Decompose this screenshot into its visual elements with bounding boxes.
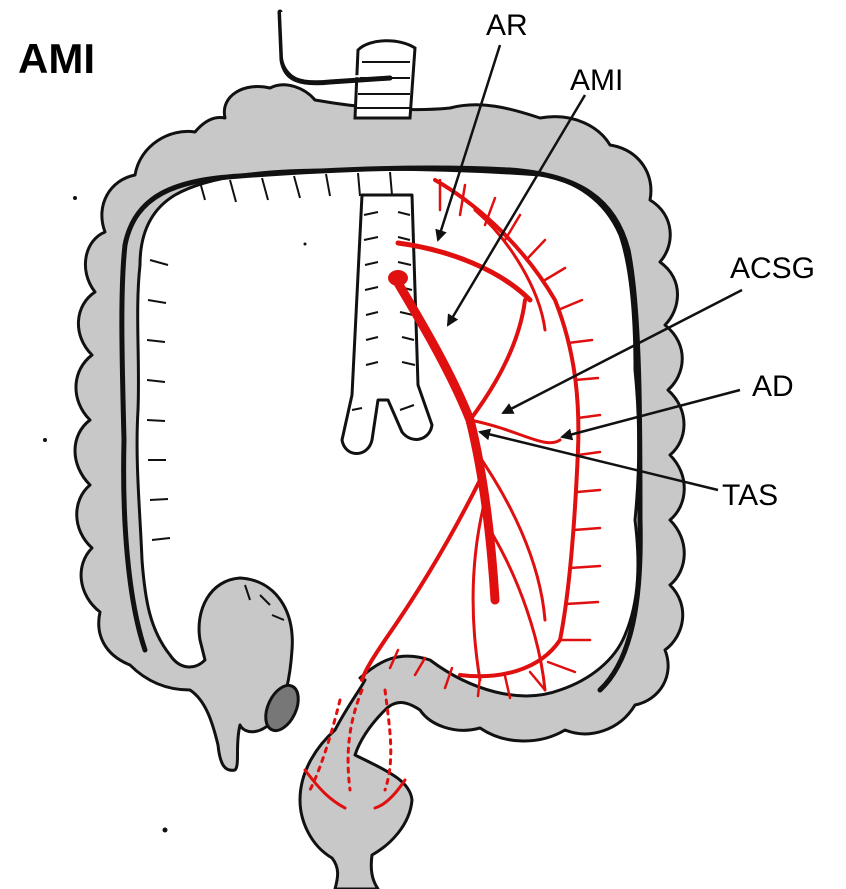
- label-acsg: ACSG: [730, 252, 815, 285]
- label-tas: TAS: [722, 479, 778, 512]
- diagram-title: AMI: [18, 35, 95, 82]
- label-ami: AMI: [570, 64, 623, 97]
- label-ad: AD: [752, 370, 794, 403]
- aorta: [280, 12, 432, 454]
- label-ar: AR: [486, 9, 528, 42]
